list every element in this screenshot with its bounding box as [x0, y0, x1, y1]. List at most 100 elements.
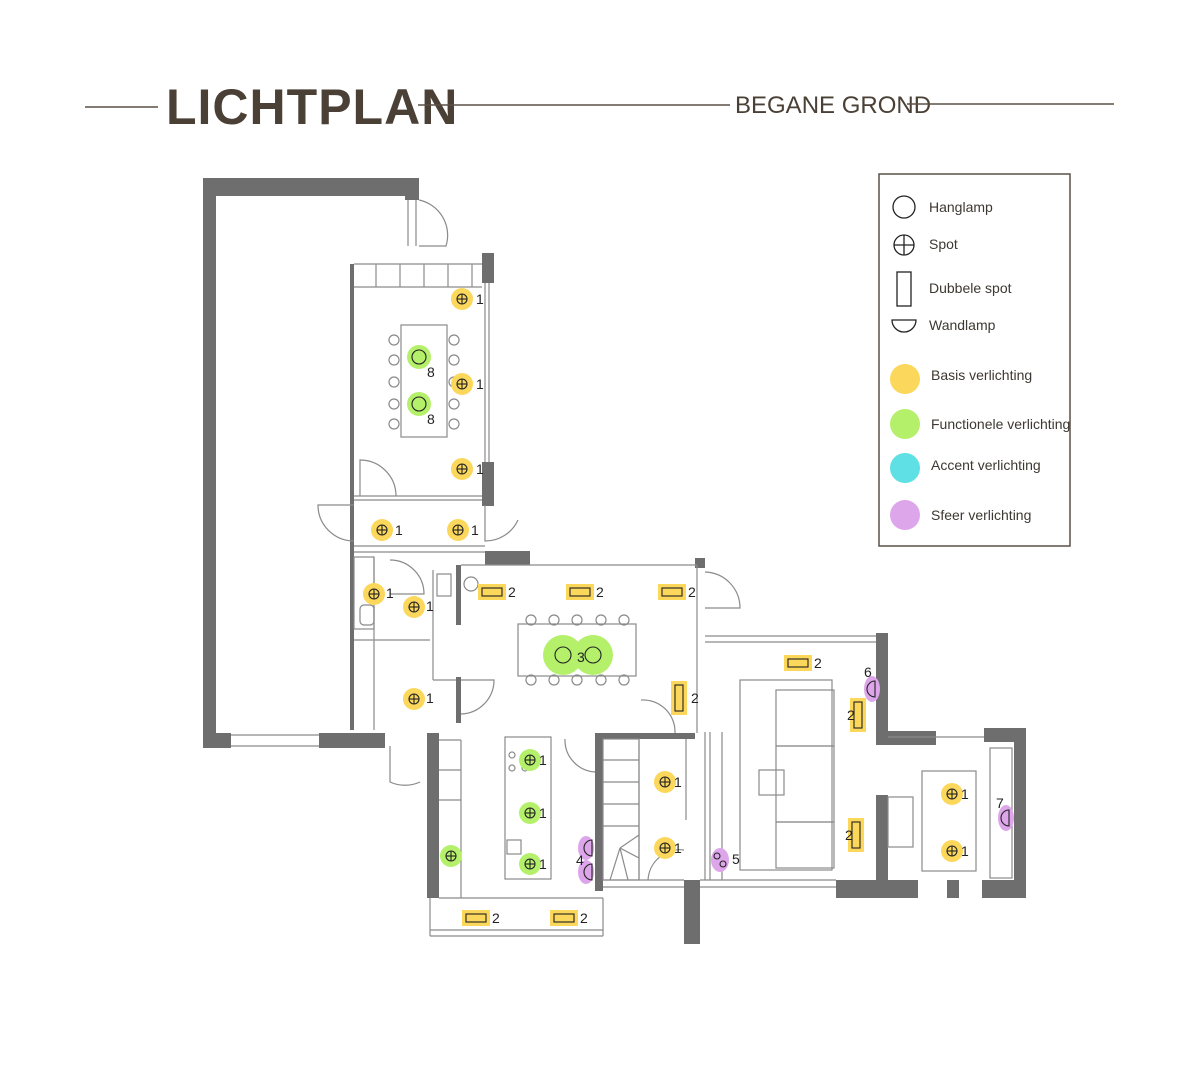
fixture-number: 1 — [386, 585, 394, 601]
fixture-number: 1 — [961, 786, 969, 802]
hanglamp-fixture: 8 — [407, 392, 435, 427]
hanglamp-duo-fixture: 3 — [543, 635, 613, 675]
dubbele-spot-fixture: 2 — [566, 584, 604, 600]
legend-label-wandlamp: Wandlamp — [929, 317, 996, 333]
fixture-number: 2 — [596, 584, 604, 600]
fixture-number: 1 — [674, 840, 682, 856]
wandlamp-duo-fixture: 4 — [576, 836, 594, 884]
fixture-number: 2 — [847, 707, 855, 723]
legend-label-sfeer: Sfeer verlichting — [931, 507, 1031, 523]
fixture-number: 1 — [426, 598, 434, 614]
spot-fixture: 1 — [519, 853, 547, 875]
fixture-number: 5 — [732, 851, 740, 867]
dubbele-spot-icon — [896, 271, 912, 307]
wandlamp-icon — [891, 319, 917, 333]
wall — [485, 551, 530, 565]
dubbele-spot-fixture: 2 — [550, 910, 588, 926]
page-title: LICHTPLAN — [166, 79, 458, 135]
legend-label-dubbele-spot: Dubbele spot — [929, 280, 1012, 296]
fixture-number: 2 — [814, 655, 822, 671]
fixture-number: 2 — [691, 690, 699, 706]
spot-fixture: 1 — [451, 373, 484, 395]
dubbele-spot-fixture: 2 — [845, 818, 864, 852]
spot-fixture: 1 — [519, 749, 547, 771]
fixture-number: 8 — [427, 364, 435, 380]
fixture-number: 2 — [508, 584, 516, 600]
dubbele-spot-fixture: 2 — [671, 681, 699, 715]
wall — [595, 733, 603, 891]
floor-plan — [203, 178, 1026, 944]
dubbele-spot-fixture: 2 — [847, 698, 866, 732]
fixture-number: 1 — [476, 461, 484, 477]
wandlamp-fixture: 6 — [864, 664, 880, 702]
wall — [684, 880, 700, 944]
spot-icon — [893, 234, 915, 256]
wall — [695, 558, 705, 568]
spot-fixture: 1 — [371, 519, 403, 541]
fixture-number: 1 — [674, 774, 682, 790]
fixture-number: 1 — [961, 843, 969, 859]
fixture-number: 2 — [580, 910, 588, 926]
fixture-number: 3 — [577, 649, 585, 665]
wall — [203, 178, 216, 748]
header: LICHTPLAN BEGANE GROND — [85, 79, 1114, 135]
fixture-number: 1 — [471, 522, 479, 538]
spot-fixture: 1 — [941, 783, 969, 805]
wall — [350, 264, 354, 730]
spot-fixture: 1 — [519, 802, 547, 824]
wall — [203, 178, 417, 196]
dubbele-spot-fixture: 2 — [478, 584, 516, 600]
fixtures-layer: 1 1 1 8 8 1 1 1 1 1 2 2 2 3 2 2 6 2 1 1 1 4 1 1 5 2 1 1 7 2 2 — [363, 288, 1014, 926]
fixture-number: 6 — [864, 664, 872, 680]
page-subtitle: BEGANE GROND — [735, 92, 931, 119]
spot-fixture: 1 — [451, 458, 484, 480]
accent-verlichting-swatch — [890, 453, 920, 483]
legend-label-accent: Accent verlichting — [931, 457, 1041, 473]
wall — [982, 880, 1026, 898]
spot-fixture: 1 — [363, 583, 394, 605]
basis-verlichting-swatch — [890, 364, 920, 394]
hanglamp-icon — [892, 195, 916, 219]
hanglamp-small-fixture: 5 — [711, 848, 740, 872]
fixture-number: 2 — [688, 584, 696, 600]
fixture-number: 1 — [476, 291, 484, 307]
sfeer-verlichting-swatch — [890, 500, 920, 530]
wall — [319, 733, 385, 748]
legend-label-functioneel: Functionele verlichting — [931, 416, 1070, 432]
wall — [456, 677, 461, 723]
fixture-number: 1 — [395, 522, 403, 538]
spot-fixture — [440, 845, 462, 867]
wall — [595, 733, 695, 739]
wall — [405, 178, 419, 200]
hanglamp-fixture: 8 — [407, 345, 435, 380]
fixture-number: 8 — [427, 411, 435, 427]
legend-frame — [878, 173, 1071, 547]
spot-fixture: 1 — [403, 596, 434, 618]
spot-fixture: 1 — [654, 837, 682, 859]
fixture-number: 1 — [539, 805, 547, 821]
wandlamp-fixture: 7 — [996, 795, 1014, 831]
legend-label-basis: Basis verlichting — [931, 367, 1032, 383]
spot-fixture: 1 — [941, 840, 969, 862]
fixture-number: 1 — [539, 752, 547, 768]
spot-fixture: 1 — [654, 771, 682, 793]
wall — [427, 733, 439, 898]
legend: Hanglamp Spot Dubbele spot Wandlamp Basi… — [878, 173, 1071, 547]
spot-fixture: 1 — [403, 688, 434, 710]
wall — [876, 731, 936, 745]
wall — [876, 633, 888, 745]
wall — [947, 880, 959, 898]
wall — [836, 880, 918, 898]
wall — [482, 253, 494, 283]
functionele-verlichting-swatch — [890, 409, 920, 439]
spot-fixture: 1 — [447, 519, 479, 541]
legend-label-spot: Spot — [929, 236, 958, 252]
fixture-number: 1 — [476, 376, 484, 392]
legend-label-hanglamp: Hanglamp — [929, 199, 993, 215]
dubbele-spot-fixture: 2 — [462, 910, 500, 926]
fixture-number: 4 — [576, 852, 584, 868]
wall — [1014, 728, 1026, 898]
spot-fixture: 1 — [451, 288, 484, 310]
dubbele-spot-fixture: 2 — [658, 584, 696, 600]
wall — [456, 565, 461, 625]
